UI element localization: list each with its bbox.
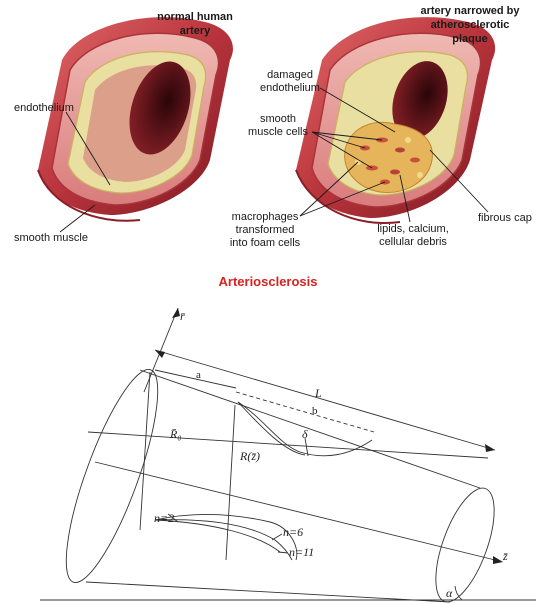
- r-axis-label: r̄: [180, 309, 185, 323]
- label-alpha: α: [446, 586, 453, 600]
- label-R0: R̄₀: [169, 427, 182, 441]
- tube-bottom-edge: [86, 582, 450, 602]
- svg-text:artery narrowed by: artery narrowed by: [420, 5, 520, 17]
- angle-arc: [455, 586, 462, 600]
- svg-text:plaque: plaque: [452, 33, 487, 45]
- label-n11: n=11: [289, 545, 314, 559]
- svg-text:damaged: damaged: [267, 69, 313, 81]
- plaque-deposit: [345, 122, 433, 192]
- svg-text:transformed: transformed: [236, 224, 295, 236]
- label-a: a: [196, 369, 201, 381]
- svg-text:endothelium: endothelium: [260, 82, 320, 94]
- label-damaged-endothelium: damaged endothelium: [260, 69, 320, 94]
- r-axis-arrowhead: [172, 308, 180, 318]
- z-axis-arrowhead: [493, 556, 503, 564]
- stenosed-artery-geometry: r̄ z̄ L a b δ R̄₀ R(z̄: [40, 308, 536, 604]
- svg-text:atherosclerotic: atherosclerotic: [431, 19, 510, 31]
- svg-text:lipids, calcium,: lipids, calcium,: [377, 223, 449, 235]
- dimension-b: [236, 392, 374, 432]
- svg-text:cellular debris: cellular debris: [379, 236, 447, 248]
- tube-right-end: [424, 481, 506, 604]
- normal-artery-illustration: [38, 17, 233, 221]
- dimension-L: [155, 350, 495, 450]
- label-smooth-muscle-cells: smooth muscle cells: [248, 113, 308, 138]
- label-smooth-muscle: smooth muscle: [14, 232, 88, 244]
- z-axis-label: z̄: [502, 549, 508, 563]
- caption-arteriosclerosis: Arteriosclerosis: [219, 274, 318, 289]
- svg-text:artery: artery: [180, 25, 211, 37]
- dimension-Rz: [226, 405, 235, 560]
- tube-top-edge: [140, 370, 480, 488]
- label-n6: n=6: [283, 525, 303, 539]
- label-endothelium: endothelium: [14, 102, 74, 114]
- label-lipids: lipids, calcium, cellular debris: [377, 223, 449, 248]
- tube-left-end: [49, 361, 175, 591]
- dimension-R0: [140, 372, 150, 530]
- label-Rz: R(z̄): [239, 449, 260, 463]
- svg-text:normal human: normal human: [157, 11, 233, 23]
- label-delta: δ: [302, 427, 308, 441]
- label-n2: n=2: [154, 511, 174, 525]
- svg-text:smooth: smooth: [260, 113, 296, 125]
- svg-text:muscle cells: muscle cells: [248, 126, 308, 138]
- svg-text:into foam cells: into foam cells: [230, 237, 301, 249]
- label-b: b: [312, 405, 318, 417]
- label-L: L: [314, 386, 322, 400]
- label-fibrous-cap: fibrous cap: [478, 212, 532, 224]
- label-macrophages: macrophages transformed into foam cells: [230, 211, 301, 249]
- svg-text:macrophages: macrophages: [232, 211, 299, 223]
